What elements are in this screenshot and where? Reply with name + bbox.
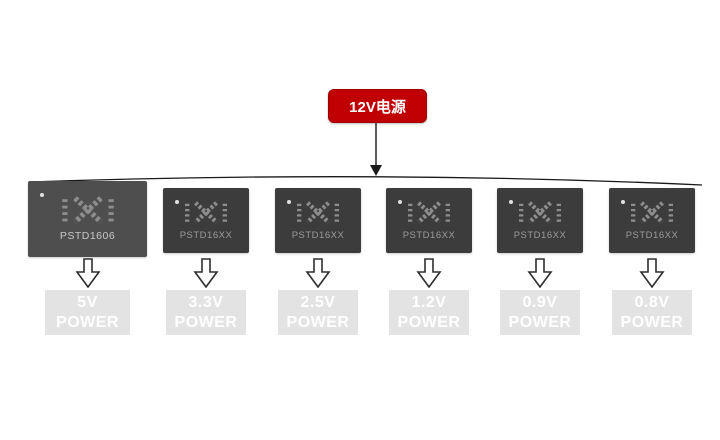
chip-part-label: PSTD16XX xyxy=(179,229,233,241)
pin1-dot xyxy=(287,200,291,204)
chip-pstd16xx-3: PSTD16XX xyxy=(386,188,472,253)
chip-part-label: PSTD16XX xyxy=(291,229,345,241)
chip-package-icon xyxy=(631,201,673,224)
pin1-dot xyxy=(40,193,44,197)
output-voltage: 2.5V xyxy=(300,293,336,311)
chip-part-label: PSTD16XX xyxy=(513,229,567,241)
output-power-label: POWER xyxy=(286,313,350,331)
source-12v-box: 12V电源 xyxy=(328,89,427,123)
output-power-label: POWER xyxy=(174,313,238,331)
output-voltage: 5V xyxy=(77,293,98,311)
down-arrow-icon xyxy=(639,258,665,288)
chip-pstd1606: PSTD1606 xyxy=(28,181,147,257)
output-voltage: 0.8V xyxy=(634,293,670,311)
output-power-label: POWER xyxy=(508,313,572,331)
pin1-dot xyxy=(621,200,625,204)
output-voltage: 1.2V xyxy=(411,293,447,311)
down-arrow-icon xyxy=(75,258,101,288)
output-voltage: 3.3V xyxy=(188,293,224,311)
pin1-dot xyxy=(175,200,179,204)
chip-pstd16xx-2: PSTD16XX xyxy=(275,188,361,253)
down-arrow-icon xyxy=(416,258,442,288)
chip-package-icon xyxy=(185,201,227,224)
chip-package-icon xyxy=(408,201,450,224)
pin1-dot xyxy=(398,200,402,204)
output-power-box-1v2: 1.2V POWER xyxy=(389,290,469,335)
output-power-box-0v8: 0.8V POWER xyxy=(612,290,692,335)
chip-part-label: PSTD16XX xyxy=(625,229,679,241)
output-power-label: POWER xyxy=(620,313,684,331)
chip-part-label: PSTD1606 xyxy=(59,230,116,242)
chip-part-label: PSTD16XX xyxy=(402,229,456,241)
down-arrow-icon xyxy=(305,258,331,288)
chip-package-icon xyxy=(519,201,561,224)
source-label: 12V电源 xyxy=(349,98,406,116)
down-arrow-icon xyxy=(527,258,553,288)
output-power-label: POWER xyxy=(56,313,119,331)
output-power-label: POWER xyxy=(397,313,461,331)
chip-pstd16xx-1: PSTD16XX xyxy=(163,188,249,253)
chip-pstd16xx-4: PSTD16XX xyxy=(497,188,583,253)
output-power-box-0v9: 0.9V POWER xyxy=(500,290,580,335)
output-power-box-3v3: 3.3V POWER xyxy=(166,290,246,335)
chip-package-icon xyxy=(62,196,114,224)
chip-pstd16xx-5: PSTD16XX xyxy=(609,188,695,253)
arrowhead-icon xyxy=(370,165,382,176)
pin1-dot xyxy=(509,200,513,204)
output-power-box-5v: 5V POWER xyxy=(45,290,130,335)
output-power-box-2v5: 2.5V POWER xyxy=(278,290,358,335)
output-voltage: 0.9V xyxy=(522,293,558,311)
down-arrow-icon xyxy=(193,258,219,288)
chip-package-icon xyxy=(297,201,339,224)
